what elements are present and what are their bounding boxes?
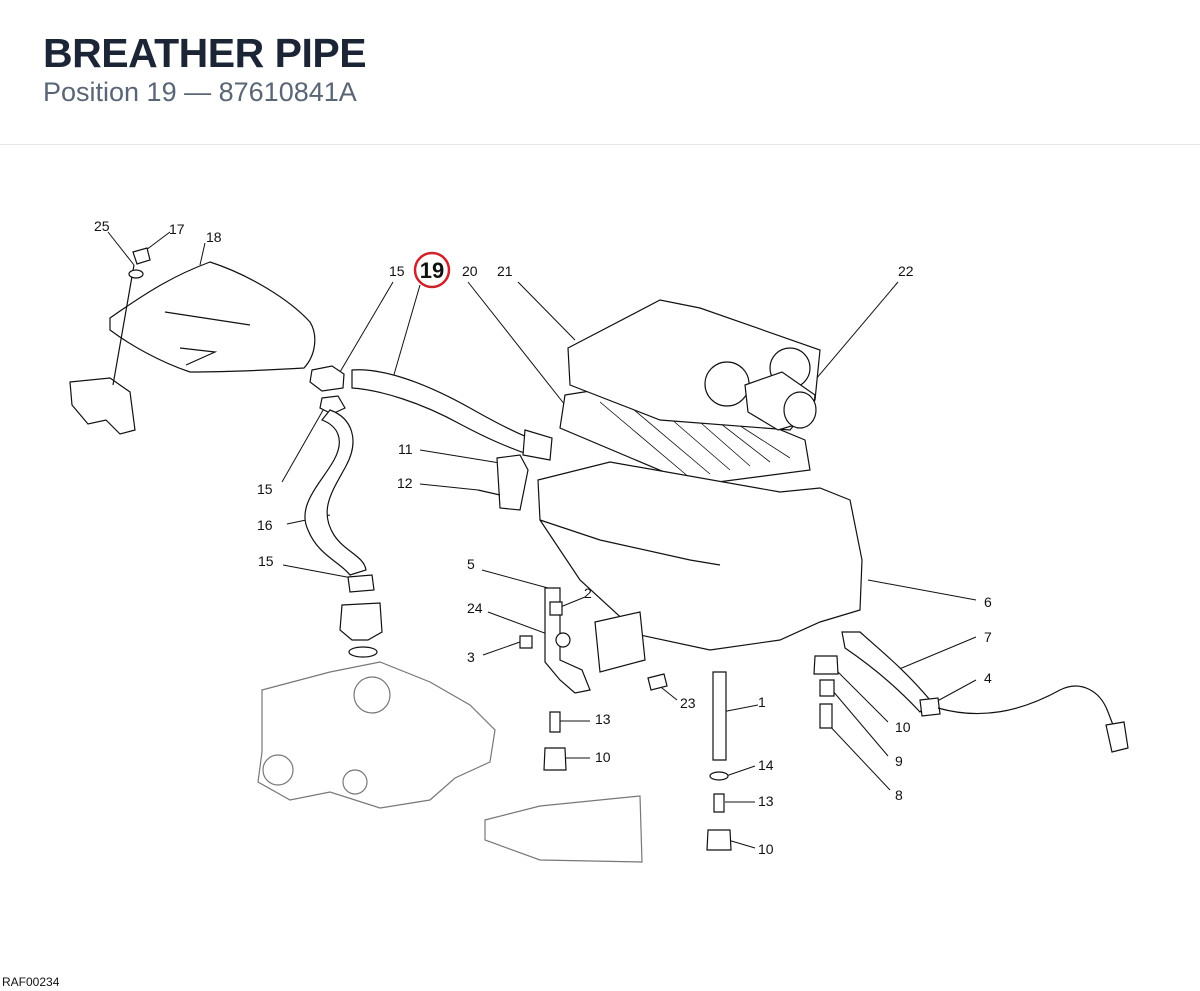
part-13-stud-center xyxy=(713,793,725,813)
callout-13: 13 xyxy=(595,711,611,727)
position-label: Position 19 xyxy=(43,77,177,107)
callout-20: 20 xyxy=(462,263,478,279)
control-unit xyxy=(594,611,646,673)
separator-dash: — xyxy=(184,77,212,107)
part-10-mount-right xyxy=(813,655,839,675)
part-outlines xyxy=(69,247,1129,863)
callout-25: 25 xyxy=(94,218,110,234)
callout-15: 15 xyxy=(258,553,274,569)
drain-cable xyxy=(937,685,1116,731)
callout-15: 15 xyxy=(257,481,273,497)
part-1-stud xyxy=(712,671,727,761)
callout-15: 15 xyxy=(389,263,405,279)
callout-8: 8 xyxy=(895,787,903,803)
callout-3: 3 xyxy=(467,649,475,665)
engine-crankcase xyxy=(257,661,496,809)
callout-6: 6 xyxy=(984,594,992,610)
part-18-cover xyxy=(109,261,316,373)
callout-23: 23 xyxy=(680,695,696,711)
callout-4: 4 xyxy=(984,670,992,686)
callout-12: 12 xyxy=(397,475,413,491)
part-17-bolt xyxy=(132,247,151,265)
page-title: BREATHER PIPE xyxy=(43,30,367,76)
callout-18: 18 xyxy=(206,229,222,245)
cable-end xyxy=(1105,721,1129,753)
callout-1: 1 xyxy=(758,694,766,710)
page-header: BREATHER PIPE Position 19 — 87610841A xyxy=(0,0,1200,145)
callout-5: 5 xyxy=(467,556,475,572)
o-ring xyxy=(348,646,378,658)
part-4-clip xyxy=(919,697,941,717)
callout-10: 10 xyxy=(595,749,611,765)
part-23-screw xyxy=(647,673,668,691)
callout-11: 11 xyxy=(398,441,413,457)
part-15-clamp-middle xyxy=(319,395,346,415)
part-9-spacer xyxy=(819,679,835,697)
part-10-mount-center xyxy=(706,829,732,851)
airbox-intake-left xyxy=(704,361,750,407)
callout-22: 22 xyxy=(898,263,914,279)
bracket-left xyxy=(69,377,136,435)
callout-13: 13 xyxy=(758,793,774,809)
callout-10: 10 xyxy=(895,719,911,735)
highlighted-callout-19: 19 xyxy=(413,251,451,289)
part-8-bolt xyxy=(819,703,833,729)
part-7-drain-hose xyxy=(841,631,931,713)
callout-9: 9 xyxy=(895,753,903,769)
callout-2: 2 xyxy=(584,585,592,601)
reference-code: RAF00234 xyxy=(2,975,60,989)
part-10-mount-left xyxy=(543,747,567,771)
part-12-pin xyxy=(477,489,501,496)
highlight-label: 19 xyxy=(420,258,444,283)
part-2-bolt xyxy=(549,601,563,616)
leader-lines xyxy=(107,231,977,849)
part-3-nut xyxy=(519,635,533,649)
callout-labels: 25 17 18 15 20 21 22 15 16 15 11 12 5 2 … xyxy=(94,218,992,857)
part-number: 87610841A xyxy=(218,77,357,107)
callout-10: 10 xyxy=(758,841,774,857)
part-15-clamp-upper xyxy=(309,365,345,392)
page-subtitle: Position 19 — 87610841A xyxy=(43,77,357,108)
callout-24: 24 xyxy=(467,600,483,616)
part-16-hose xyxy=(304,409,367,576)
part-24-grommet xyxy=(555,632,571,648)
oil-filler-cap xyxy=(339,602,383,641)
part-6-airbox xyxy=(537,461,863,651)
highlight-ring xyxy=(413,251,451,289)
callout-7: 7 xyxy=(984,629,992,645)
part-19-breather-pipe xyxy=(351,369,536,456)
callout-21: 21 xyxy=(497,263,513,279)
part-25-washer xyxy=(128,269,144,279)
callout-17: 17 xyxy=(169,221,185,237)
part-13-stud-left xyxy=(549,711,561,733)
callout-16: 16 xyxy=(257,517,273,533)
callout-14: 14 xyxy=(758,757,774,773)
part-11-strap xyxy=(496,454,529,511)
part-14-washer xyxy=(709,771,729,781)
part-15-clamp-lower xyxy=(347,574,375,593)
